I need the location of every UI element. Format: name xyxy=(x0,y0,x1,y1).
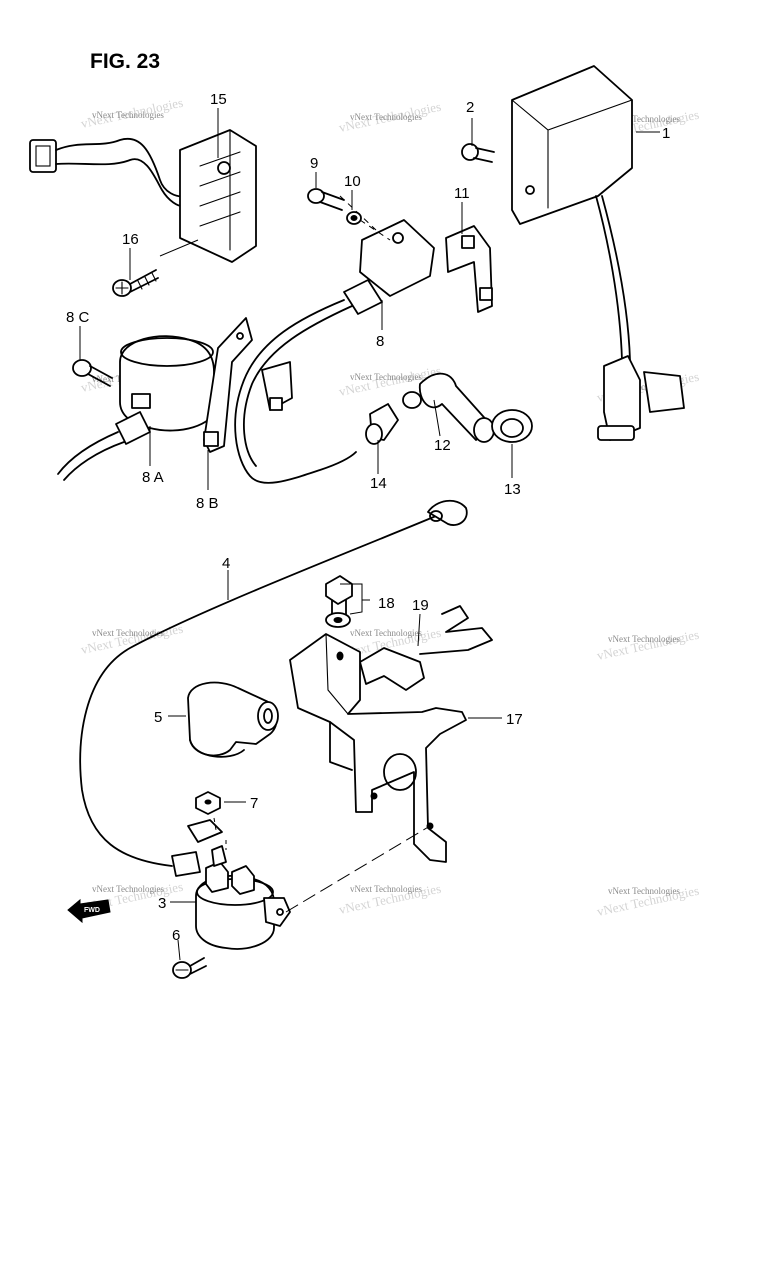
part-16-screw[interactable] xyxy=(112,269,159,297)
watermark: vNext Technologies xyxy=(608,114,680,124)
callout-11: 11 xyxy=(454,185,470,202)
watermark: vNext Technologies xyxy=(350,628,422,638)
part-14-grommet[interactable] xyxy=(365,403,399,445)
watermark: vNext Technologies xyxy=(92,110,164,120)
part-19-clamp[interactable] xyxy=(359,605,493,691)
part-10-washer[interactable] xyxy=(346,211,362,225)
callout-17: 17 xyxy=(506,711,523,728)
watermark: vNext Technologies xyxy=(80,621,185,657)
watermark: vNext Technologies xyxy=(596,627,701,663)
callout-4: 4 xyxy=(222,555,230,572)
watermark: vNext Technologies xyxy=(608,382,680,392)
callout-8b: 8 B xyxy=(196,495,219,512)
watermark: vNext Technologies xyxy=(92,884,164,894)
callout-14: 14 xyxy=(370,475,387,492)
callout-3: 3 xyxy=(158,895,166,912)
callout-13: 13 xyxy=(504,481,521,498)
figure-title: FIG. 23 xyxy=(90,50,160,73)
watermark: vNext Technologies xyxy=(350,884,422,894)
part-18-bolt-washer[interactable] xyxy=(325,575,353,628)
callout-5: 5 xyxy=(154,709,162,726)
callout-6: 6 xyxy=(172,927,180,944)
part-15-regulator-rectifier[interactable] xyxy=(29,129,257,263)
callout-8c: 8 C xyxy=(66,309,90,326)
part-8a-ignition-coil[interactable] xyxy=(57,335,215,481)
callout-2: 2 xyxy=(466,99,474,116)
callout-19: 19 xyxy=(412,597,429,614)
part-3-starter-relay[interactable] xyxy=(187,819,291,950)
part-17-bracket[interactable] xyxy=(289,633,467,863)
part-6-screw[interactable] xyxy=(172,957,207,979)
callout-16: 16 xyxy=(122,231,139,248)
callout-1: 1 xyxy=(662,125,670,142)
callout-18: 18 xyxy=(378,595,395,612)
part-12-plug-cap[interactable] xyxy=(402,372,495,443)
part-2-screw[interactable] xyxy=(461,143,495,163)
watermark: vNext Technologies xyxy=(350,372,422,382)
callout-7: 7 xyxy=(250,795,258,812)
callout-9: 9 xyxy=(310,155,318,172)
watermark: vNext Technologies xyxy=(350,112,422,122)
callout-8: 8 xyxy=(376,333,384,350)
part-5-terminal-cap[interactable] xyxy=(187,681,279,758)
part-8-ignition-coil[interactable] xyxy=(234,219,435,484)
fwd-label: FWD xyxy=(84,907,100,914)
callout-15: 15 xyxy=(210,91,227,108)
fwd-arrow-icon: FWD xyxy=(67,898,111,924)
watermark: vNext Technologies xyxy=(608,634,680,644)
callout-8a: 8 A xyxy=(142,469,164,486)
callout-labels: 1 2 3 4 5 6 7 8 8 A 8 B 8 C 9 10 11 12 1… xyxy=(66,91,670,944)
part-8c-screw[interactable] xyxy=(72,359,113,387)
part-8b-bracket[interactable] xyxy=(203,317,293,453)
watermark: vNext Technologies xyxy=(92,628,164,638)
part-4-lead-wire[interactable] xyxy=(79,499,468,877)
part-1-cdi-unit[interactable] xyxy=(511,65,685,441)
part-11-bracket[interactable] xyxy=(445,225,493,313)
part-13-seal[interactable] xyxy=(491,409,533,443)
part-9-bolt[interactable] xyxy=(307,188,345,211)
part-7-nut[interactable] xyxy=(195,791,221,815)
watermark: vNext Technologies xyxy=(608,886,680,896)
callout-10: 10 xyxy=(344,173,361,190)
leader-lines xyxy=(79,108,660,961)
callout-12: 12 xyxy=(434,437,451,454)
